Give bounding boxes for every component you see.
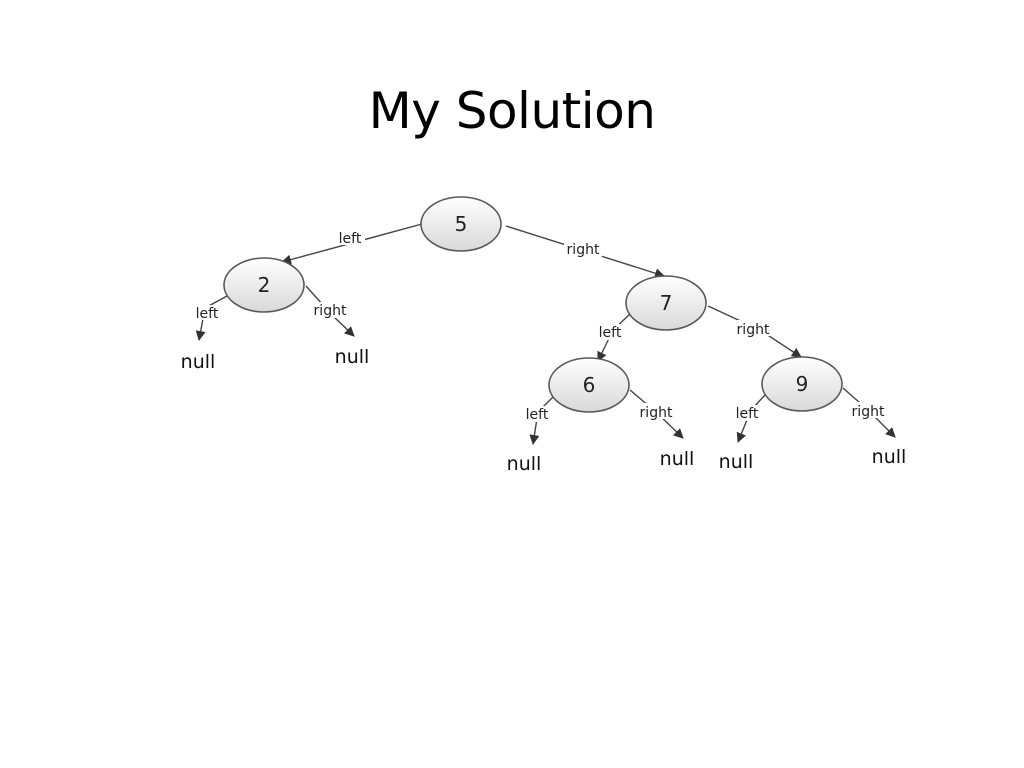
tree-node-2: 2 xyxy=(223,257,305,313)
edge-label: left xyxy=(599,325,622,341)
tree-node-6: 6 xyxy=(548,357,630,413)
edge-2-left-null: left null xyxy=(181,295,228,373)
edge-7-right-9: right xyxy=(707,305,802,358)
edge-9-left-null: left null xyxy=(719,393,767,473)
edge-label: right xyxy=(737,322,770,338)
slide-title: My Solution xyxy=(368,82,656,140)
edge-label: right xyxy=(852,404,885,420)
edge-5-right-7: right xyxy=(505,225,665,279)
edge-5-left-2: left xyxy=(281,223,423,265)
null-leaf: null xyxy=(181,351,216,373)
node-label: 6 xyxy=(583,373,596,397)
null-leaf: null xyxy=(872,446,907,468)
edge-6-left-null: left null xyxy=(507,396,554,475)
edge-9-right-null: right null xyxy=(842,387,907,468)
tree-node-7: 7 xyxy=(625,275,707,331)
edge-label: left xyxy=(196,306,219,322)
null-leaf: null xyxy=(507,453,542,475)
edge-label: right xyxy=(567,242,600,258)
edge-6-right-null: right null xyxy=(629,389,695,470)
edge-7-left-6: left xyxy=(596,313,631,362)
edge-label: left xyxy=(339,231,362,247)
null-leaf: null xyxy=(660,448,695,470)
node-label: 9 xyxy=(796,372,809,396)
null-leaf: null xyxy=(719,451,754,473)
edge-2-right-null: right null xyxy=(305,285,370,368)
node-label: 5 xyxy=(455,212,468,236)
edge-label: right xyxy=(314,303,347,319)
edge-label: left xyxy=(736,406,759,422)
tree-node-5: 5 xyxy=(420,196,502,252)
tree-node-9: 9 xyxy=(761,356,843,412)
node-label: 2 xyxy=(258,273,271,297)
edge-label: left xyxy=(526,407,549,423)
null-leaf: null xyxy=(335,346,370,368)
edge-label: right xyxy=(640,405,673,421)
node-label: 7 xyxy=(660,291,673,315)
